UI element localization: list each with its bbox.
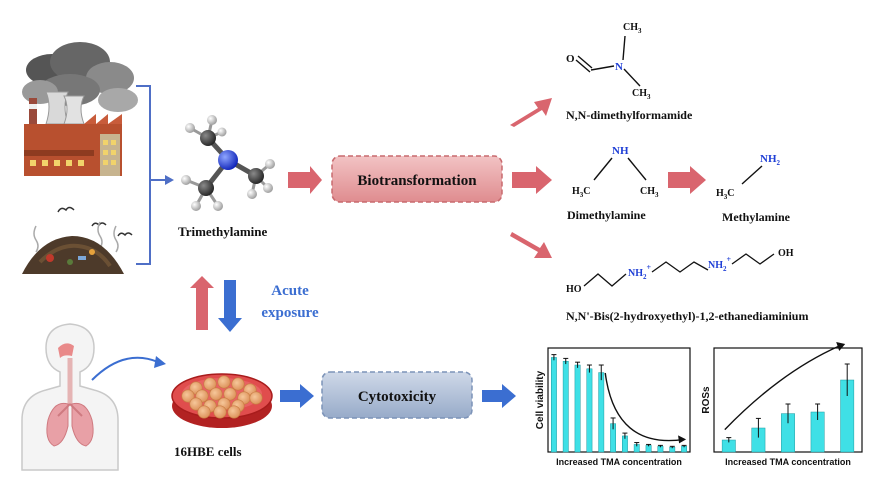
cell-icon xyxy=(181,389,195,403)
chart-frame xyxy=(547,347,691,453)
arrow-to-cytotoxicity xyxy=(280,384,314,408)
cell-icon xyxy=(209,387,223,401)
arrow-down-blue xyxy=(218,280,242,332)
chart-bar xyxy=(551,357,557,453)
biotransformation-box: Biotransformation xyxy=(331,155,503,203)
svg-text:CH3: CH3 xyxy=(623,22,642,35)
exposure-label: exposure xyxy=(261,305,319,321)
arrow-to-biotransformation xyxy=(288,166,322,194)
methylamine-structure: NH2 H3C xyxy=(716,153,781,201)
inhalation-arrowhead xyxy=(154,356,166,368)
source-bracket xyxy=(136,85,151,265)
factory-icon xyxy=(22,42,138,176)
chart-ylabel: ROSs xyxy=(701,386,712,414)
svg-text:HO: HO xyxy=(566,284,582,295)
chart-bar xyxy=(586,368,593,453)
dmf-label: N,N-dimethylformamide xyxy=(566,108,693,122)
svg-text:NH2: NH2 xyxy=(760,153,781,167)
arrow-to-dmf xyxy=(510,98,552,127)
trend-arrow xyxy=(724,345,840,431)
trimethylamine-label: Trimethylamine xyxy=(178,224,268,239)
trend-arrowhead xyxy=(678,435,687,444)
cytotoxicity-label: Cytotoxicity xyxy=(358,389,437,405)
svg-text:N: N xyxy=(615,61,623,73)
acute-label: Acute xyxy=(271,283,309,299)
arrow-to-dimethylamine xyxy=(512,166,552,194)
methylamine-label: Methylamine xyxy=(722,210,791,224)
svg-text:NH2+: NH2+ xyxy=(628,263,652,281)
chart-ylabel: Cell viability xyxy=(535,370,546,429)
arrow-to-methylamine xyxy=(668,166,706,194)
arrow-to-bis-diaminium xyxy=(510,232,552,258)
svg-text:CH3: CH3 xyxy=(632,88,651,101)
bis-diaminium-structure: HO NH2+ NH2+ OH xyxy=(566,248,794,295)
svg-text:CH3: CH3 xyxy=(640,186,659,199)
cell-icon xyxy=(189,397,203,411)
chart-bar xyxy=(562,360,569,453)
svg-text:NH: NH xyxy=(612,145,629,157)
bis-diaminium-label: N,N'-Bis(2-hydroxyethyl)-1,2-ethanediami… xyxy=(566,309,808,323)
inhalation-arrow xyxy=(91,356,159,381)
cell-icon xyxy=(203,377,217,391)
human-respiratory-icon xyxy=(21,323,119,471)
cell-icon xyxy=(231,377,245,391)
arrow-up-red xyxy=(190,276,214,330)
cell-icon xyxy=(223,387,237,401)
chart-bar xyxy=(645,445,652,453)
cell-icon xyxy=(197,405,211,419)
cell-viability-chart: Increased TMA concentration Cell viabilit… xyxy=(535,347,691,467)
svg-text:OH: OH xyxy=(778,248,794,259)
trend-arrowhead xyxy=(836,342,846,351)
biotransformation-label: Biotransformation xyxy=(357,173,477,189)
arrow-to-charts xyxy=(482,384,516,408)
trend-arrow xyxy=(604,372,685,442)
dimethylamine-structure: NH H3C CH3 xyxy=(572,145,659,199)
petri-dish-icon xyxy=(171,373,273,428)
ros-chart: Increased TMA concentration ROSs xyxy=(701,342,863,467)
cells-label: 16HBE cells xyxy=(174,444,242,459)
cell-icon xyxy=(227,405,241,419)
chart-bar xyxy=(598,372,605,453)
trimethylamine-molecule-icon xyxy=(181,115,275,211)
dmf-structure: O N CH3 CH3 xyxy=(566,22,651,101)
svg-text:H3C: H3C xyxy=(716,188,735,201)
waste-pile-icon xyxy=(22,206,133,274)
cell-icon xyxy=(249,391,263,405)
cell-icon xyxy=(217,375,231,389)
bracket-arrowhead xyxy=(165,175,174,185)
svg-text:O: O xyxy=(566,53,575,65)
chart-xlabel: Increased TMA concentration xyxy=(725,457,851,467)
cell-icon xyxy=(213,405,227,419)
svg-text:NH2+: NH2+ xyxy=(708,255,732,273)
dimethylamine-label: Dimethylamine xyxy=(567,208,646,222)
svg-text:H3C: H3C xyxy=(572,186,591,199)
chart-xlabel: Increased TMA concentration xyxy=(556,457,682,467)
cytotoxicity-box: Cytotoxicity xyxy=(321,371,473,419)
chart-bar xyxy=(574,364,581,453)
